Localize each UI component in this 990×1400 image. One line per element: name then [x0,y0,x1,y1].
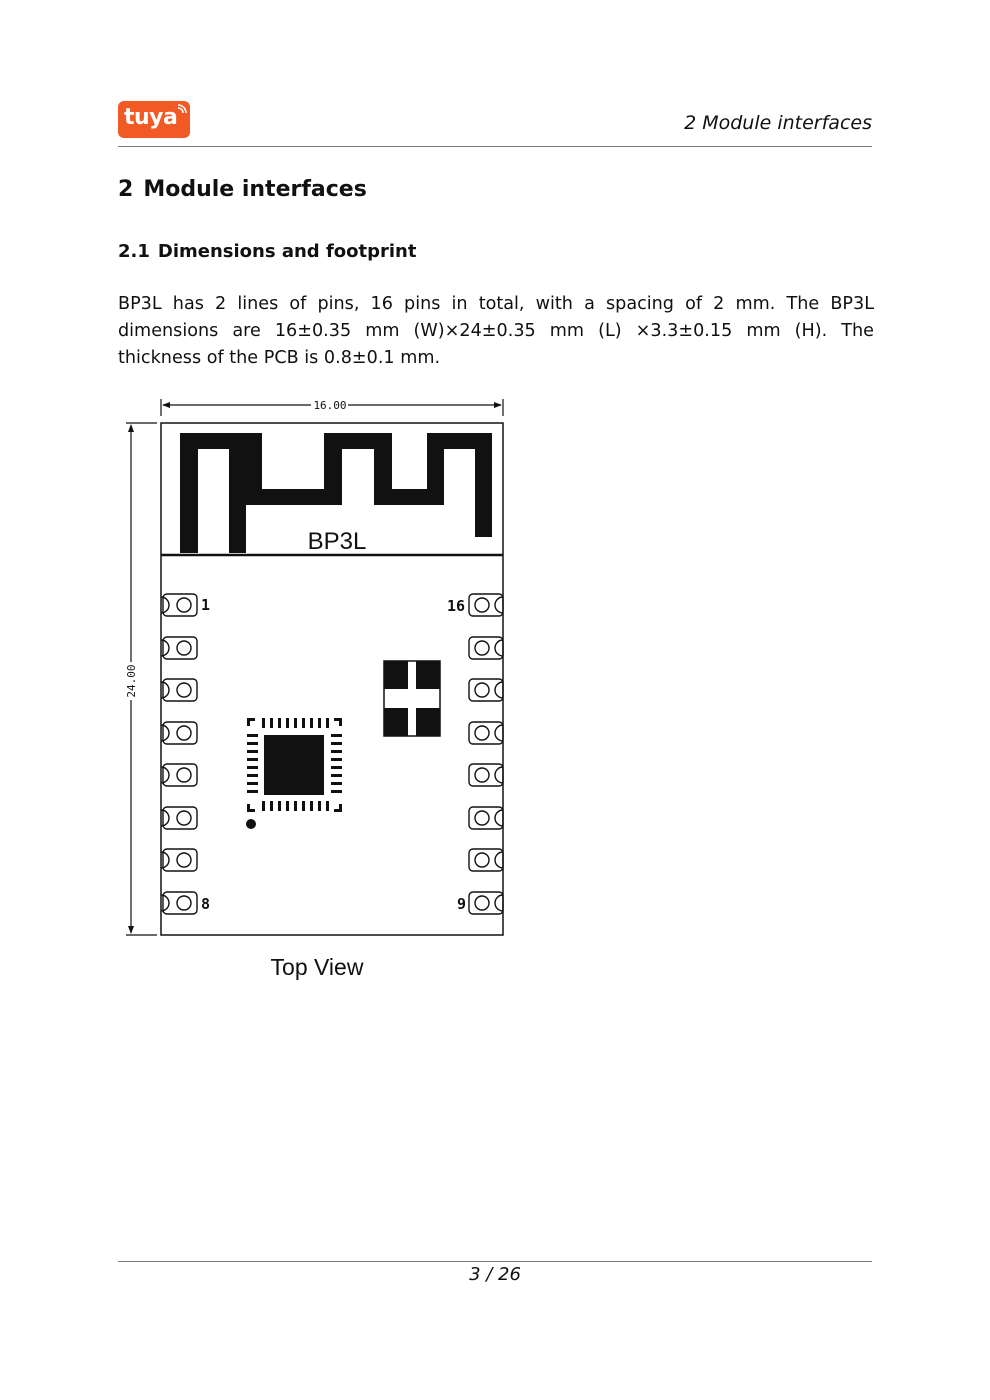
wifi-arc-icon [177,104,187,114]
pin-pad [160,636,198,660]
header-rule [118,146,872,147]
chip-top-pads [262,718,329,728]
subsection-number: 2.1 [118,241,150,262]
pin-label-1: 1 [201,596,210,614]
crystal-footprint [383,660,441,737]
page-number: 3 / 26 [469,1264,521,1285]
left-pin-row [160,593,198,915]
right-pin-row [468,593,504,915]
pin-label-16: 16 [447,597,465,615]
width-dimension-label: 16.00 [313,399,346,412]
pin-label-8: 8 [201,895,210,913]
height-dimension-label: 24.00 [125,664,138,697]
logo-text: tuya [124,105,178,130]
pin-pad [160,848,198,872]
subsection-title: Dimensions and footprint [157,241,417,262]
section-number: 2 [118,177,134,202]
module-outline [160,422,504,936]
section-heading: 2 Module interfaces [118,176,367,204]
tuya-logo: tuya [118,101,190,138]
pin-pad [468,763,504,787]
chip-left-pads [247,734,258,793]
pin-pad [468,678,504,702]
footer-rule [118,1261,872,1262]
pin-pad [160,806,198,830]
height-dimension [126,422,157,936]
pin-pad [468,593,504,617]
pin-label-9: 9 [457,895,466,913]
pin-pad [468,848,504,872]
running-header: 2 Module interfaces [684,112,872,134]
body-paragraph: BP3L has 2 lines of pins, 16 pins in tot… [118,294,874,368]
chip-right-pads [331,734,342,793]
width-dimension [160,399,504,416]
pin-pad [160,678,198,702]
pin-pad [468,636,504,660]
antenna-trace [180,433,492,553]
section-title: Module interfaces [143,177,367,202]
subsection-heading: 2.1 Dimensions and footprint [118,241,416,263]
pin-pad [160,763,198,787]
pin-pad [160,721,198,745]
pin-pad [160,593,198,617]
pin1-marker-dot [246,819,256,829]
pin-pad [160,891,198,915]
pin-pad [468,891,504,915]
chip-footprint [246,718,342,829]
pin-pad [468,721,504,745]
figure-caption: Top View [271,954,364,980]
chip-bottom-pads [262,801,329,811]
module-name-label: BP3L [308,528,367,555]
module-footprint-drawing: 16.00 24.00 BP3L [125,399,504,980]
pin-pad [468,806,504,830]
